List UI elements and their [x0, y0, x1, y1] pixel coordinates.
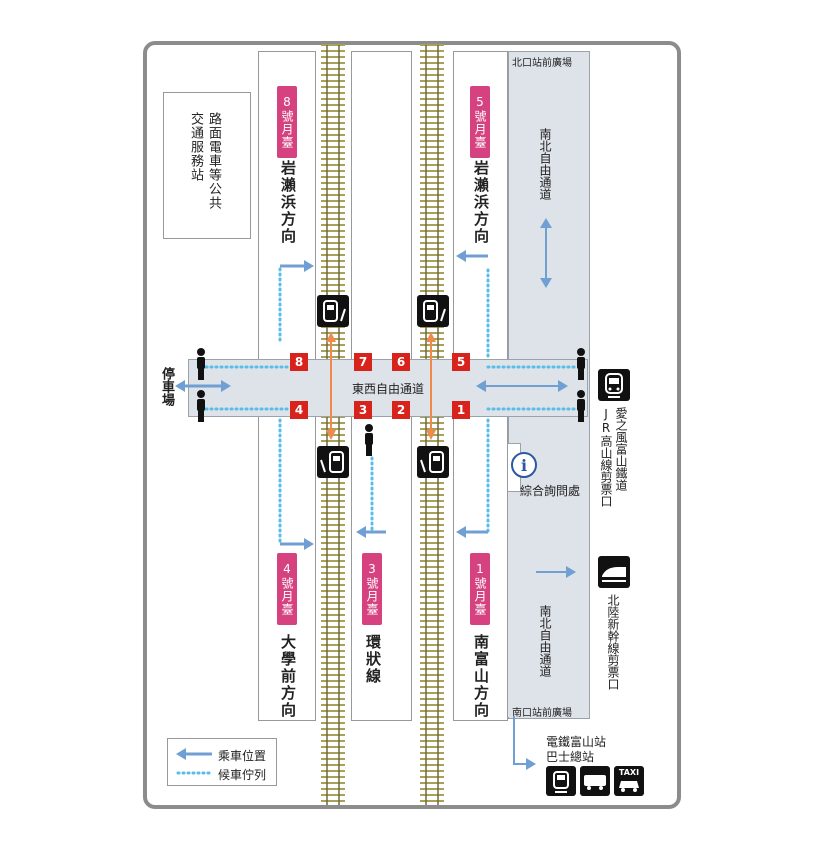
legend-box: [167, 738, 277, 786]
platform-5-sign: 5號月臺: [470, 86, 490, 158]
ns-passage-label-top: 南北自由通道: [538, 128, 552, 200]
platform-number-7: 7: [354, 353, 372, 371]
platform-number-3: 3: [354, 401, 372, 419]
train-icon: [598, 369, 630, 401]
person-icon: [577, 390, 585, 422]
platform-1-sign: 1號月臺: [470, 553, 490, 625]
person-icon: [197, 348, 205, 380]
public-transport-station-box: [163, 92, 251, 239]
taxi-icon: TAXI: [614, 766, 644, 796]
person-icon: [365, 424, 373, 456]
tram-boarding-icon: [417, 295, 449, 327]
passage-arrows: [476, 218, 576, 770]
bus-icon: [580, 766, 610, 796]
east-west-passage: [188, 359, 588, 417]
platform-3-sign: 3號月臺: [362, 553, 382, 625]
legend-boarding-label: 乘車位置: [218, 749, 267, 763]
elevator-links: [326, 332, 436, 440]
parking-label: 停車場: [159, 367, 174, 406]
platform-8-direction: 岩瀨浜方向: [279, 160, 297, 245]
platform-5-direction: 岩瀨浜方向: [472, 160, 490, 245]
shinkansen-gate-label: 北陸新幹線剪票口: [606, 594, 620, 690]
legend-boarding-arrow-icon: [176, 748, 212, 760]
tram-alighting-icon: [417, 446, 449, 478]
bus-terminal-label-2: 巴士總站: [546, 750, 595, 764]
jr-gate-label: 愛之風富山鐵道JR高山線剪票口: [599, 407, 628, 507]
tram-boarding-icon: [317, 295, 349, 327]
platform-4-sign: 4號月臺: [277, 553, 297, 625]
bus-terminal-label-1: 電鐵富山站: [546, 735, 607, 749]
platform-3-direction: 環狀線: [364, 634, 382, 685]
boarding-arrows: [280, 250, 488, 550]
tram-alighting-icon: [317, 446, 349, 478]
public-transport-station-label: 路面電車等公共交通服務站: [188, 112, 221, 210]
platform-number-5: 5: [452, 353, 470, 371]
person-icon: [577, 348, 585, 380]
platform-number-1: 1: [452, 401, 470, 419]
platform-4-direction: 大學前方向: [279, 634, 297, 719]
platform-8-sign: 8號月臺: [277, 86, 297, 158]
platform-number-6: 6: [392, 353, 410, 371]
track-right: [420, 44, 444, 805]
platform-1-direction: 南富山方向: [472, 634, 490, 719]
east-west-passage-label: 東西自由通道: [352, 382, 425, 396]
south-plaza-label: 南口站前廣場: [512, 708, 572, 719]
parking-arrow-icon: [175, 380, 231, 392]
person-icon: [197, 390, 205, 422]
legend-waiting-dots-icon: [176, 771, 214, 775]
legend-waiting-label: 候車佇列: [218, 768, 267, 782]
platform-number-4: 4: [290, 401, 308, 419]
taxi-sign-text: TAXI: [618, 768, 640, 777]
tram-icon: [546, 766, 576, 796]
shinkansen-icon: [598, 556, 630, 588]
platform-number-8: 8: [290, 353, 308, 371]
station-map-frame: [143, 41, 681, 809]
waiting-queue-lines: [204, 266, 580, 547]
ns-passage-label-bottom: 南北自由通道: [538, 605, 552, 677]
platform-number-2: 2: [392, 401, 410, 419]
north-plaza-label: 北口站前廣場: [512, 58, 572, 69]
info-icon: i: [511, 452, 537, 478]
info-center-label: 綜合詢問處: [520, 484, 581, 498]
ns-passage-lower-bg: [508, 490, 588, 717]
